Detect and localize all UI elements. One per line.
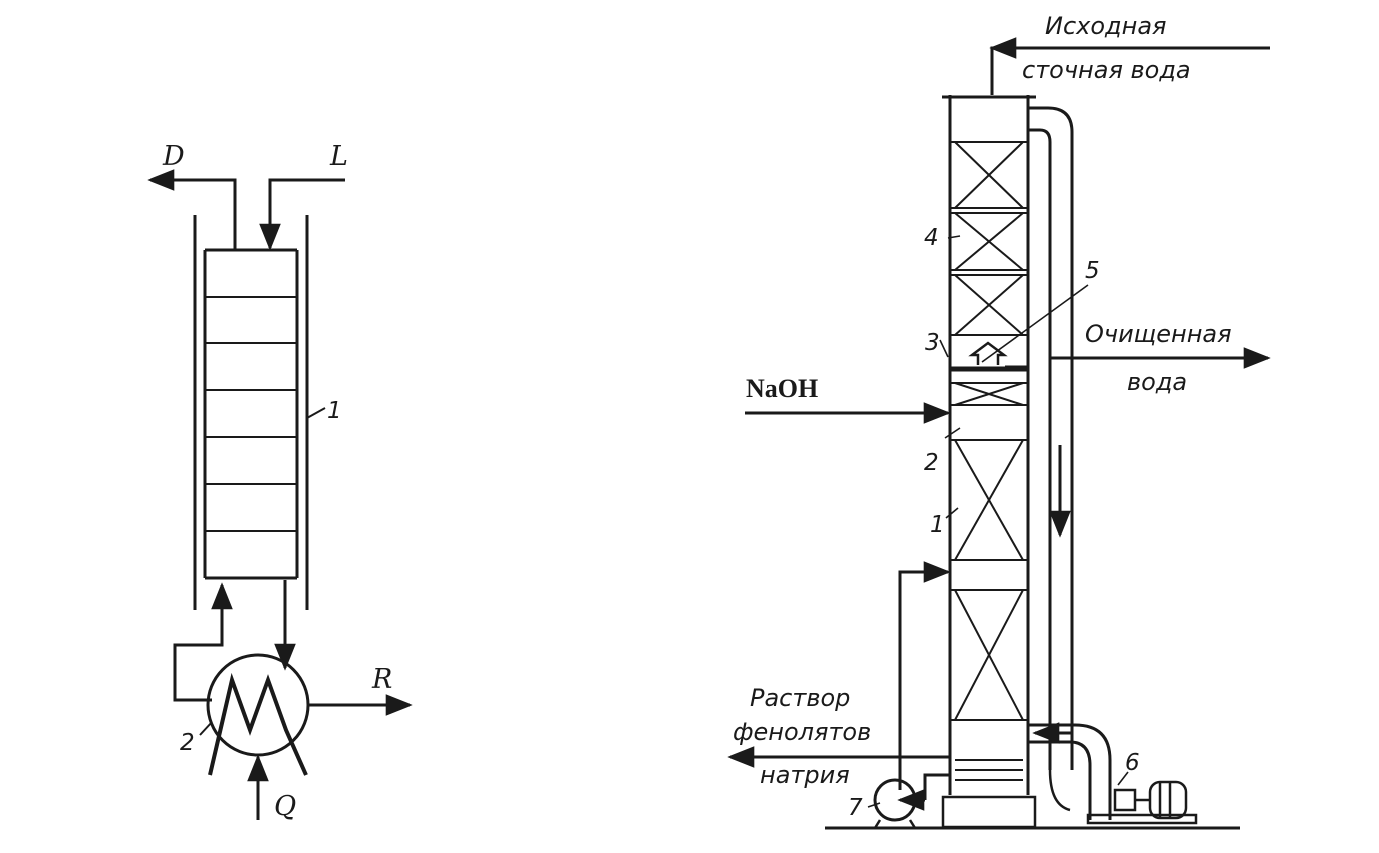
label-product-line2: фенолятов (733, 718, 871, 746)
pump-7 (872, 773, 950, 830)
label-reboiler-2: 2 (180, 730, 195, 756)
collector-plate-3 (950, 341, 1028, 372)
scrubber-scheme (727, 37, 1271, 830)
label-l: L (329, 141, 348, 172)
label-naoh: NaOH (746, 374, 818, 403)
label-number-7: 7 (848, 795, 863, 821)
packing-section-4 (950, 141, 1028, 336)
label-number-1: 1 (930, 512, 945, 538)
label-d: D (162, 141, 185, 172)
label-number-3: 3 (925, 330, 940, 356)
label-product-line3: натрия (760, 761, 850, 789)
label-number-4: 4 (924, 225, 939, 251)
label-column-1: 1 (327, 398, 342, 424)
pump-recycle-line (898, 561, 951, 770)
column-trays (205, 296, 297, 532)
label-number-2: 2 (924, 450, 939, 476)
distillate-outlet-line (147, 169, 237, 250)
recirculation-duct (1028, 106, 1112, 820)
packing-section-2 (950, 382, 1028, 406)
absorber-column (941, 95, 1037, 829)
vapor-return-line (173, 582, 233, 702)
label-feed-line1: Исходная (1045, 12, 1166, 40)
reflux-inlet-line (259, 178, 345, 251)
label-product-line1: Раствор (750, 684, 850, 712)
reboiler-coil (208, 672, 308, 776)
label-clean-line1: Очищенная (1085, 320, 1232, 348)
label-clean-line2: вода (1127, 368, 1187, 396)
column-shell (193, 215, 309, 610)
label-feed-line2: сточная вода (1022, 56, 1191, 84)
vapor-cap-5 (968, 341, 1008, 365)
label-number-6: 6 (1125, 750, 1140, 776)
label-q: Q (274, 791, 296, 822)
label-number-5: 5 (1085, 258, 1100, 284)
packing-section-1 (950, 439, 1028, 781)
fan-6 (1086, 780, 1198, 825)
distillation-scheme (147, 169, 413, 820)
label-r: R (371, 664, 392, 695)
